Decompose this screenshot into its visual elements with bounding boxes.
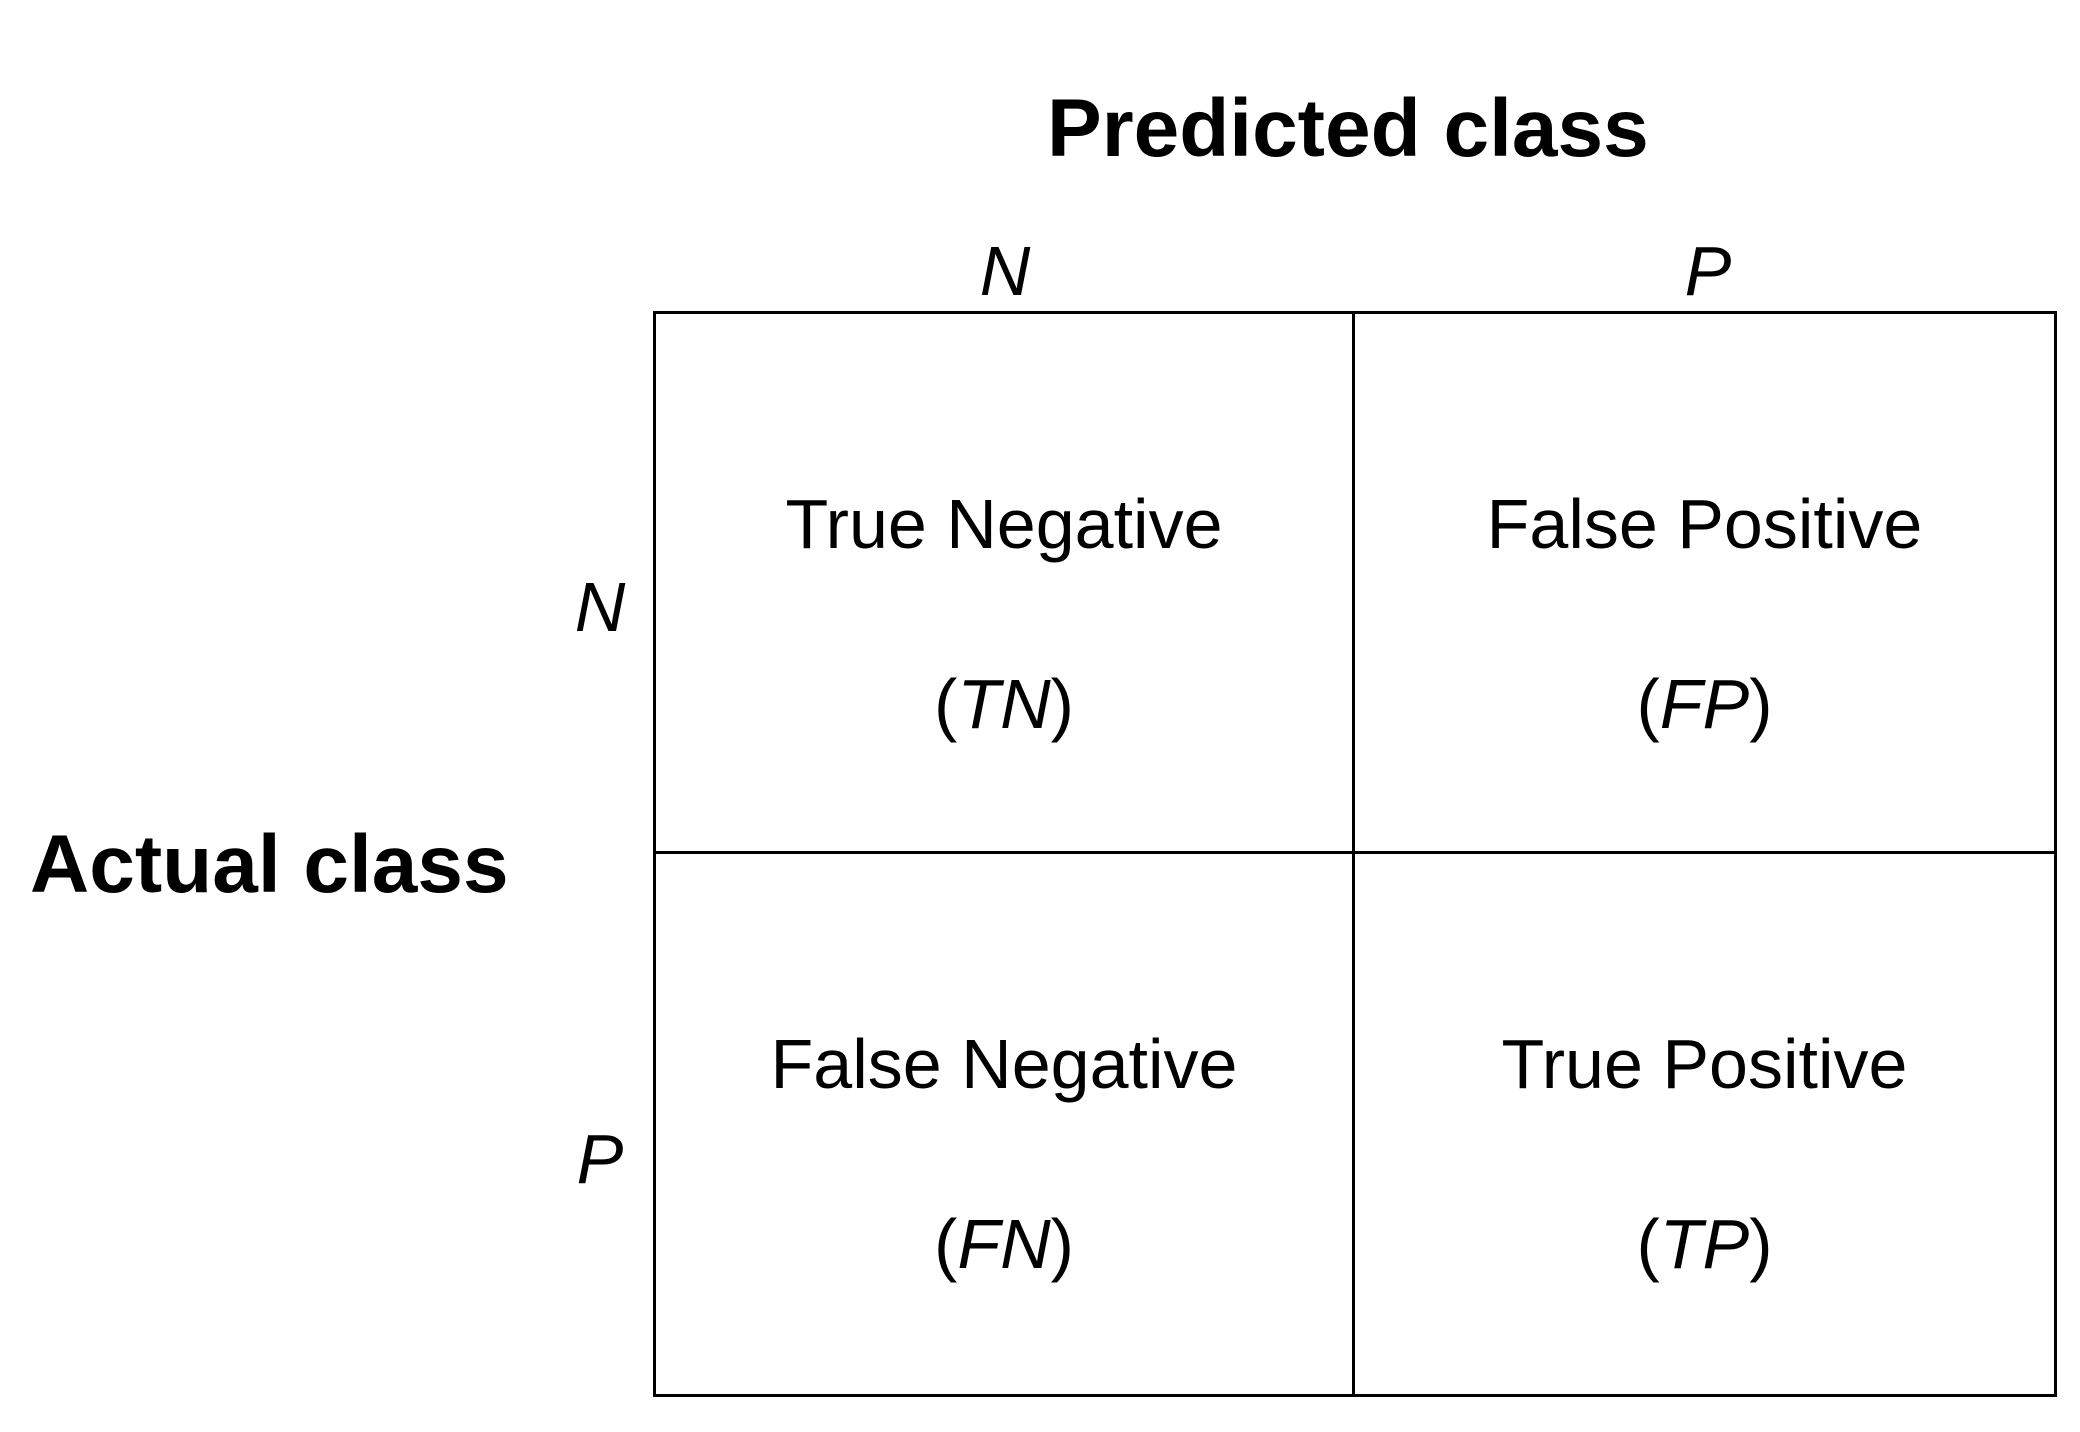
open-paren: ( — [934, 1205, 958, 1283]
abbr-text: FP — [1659, 665, 1750, 743]
cell-name: False Positive — [1486, 485, 1923, 563]
open-paren: ( — [1636, 665, 1660, 743]
close-paren: ) — [1050, 1205, 1074, 1283]
row-label-negative: N — [574, 568, 626, 646]
close-paren: ) — [1749, 1205, 1773, 1283]
predicted-class-title: Predicted class — [1047, 83, 1649, 174]
cell-abbreviation: (TP) — [1355, 1209, 2054, 1279]
cell-abbreviation: (FN) — [656, 1209, 1352, 1279]
cell-true-negative: True Negative (TN) — [656, 314, 1355, 854]
open-paren: ( — [934, 665, 958, 743]
cell-true-positive: True Positive (TP) — [1355, 854, 2054, 1394]
close-paren: ) — [1050, 665, 1074, 743]
cell-false-negative: False Negative (FN) — [656, 854, 1355, 1394]
open-paren: ( — [1636, 1205, 1660, 1283]
cell-name: True Positive — [1501, 1025, 1908, 1103]
close-paren: ) — [1749, 665, 1773, 743]
cell-name: False Negative — [770, 1025, 1238, 1103]
cell-name: True Negative — [785, 485, 1223, 563]
row-label-positive: P — [576, 1120, 624, 1198]
cell-abbreviation: (FP) — [1355, 669, 2054, 739]
cell-abbreviation: (TN) — [656, 669, 1352, 739]
abbr-text: TN — [957, 665, 1051, 743]
abbr-text: TP — [1659, 1205, 1750, 1283]
column-label-negative: N — [979, 232, 1031, 310]
confusion-matrix: True Negative (TN) False Positive (FP) F… — [653, 311, 2057, 1397]
actual-class-title: Actual class — [30, 819, 509, 910]
column-label-positive: P — [1684, 232, 1732, 310]
cell-false-positive: False Positive (FP) — [1355, 314, 2054, 854]
abbr-text: FN — [957, 1205, 1051, 1283]
